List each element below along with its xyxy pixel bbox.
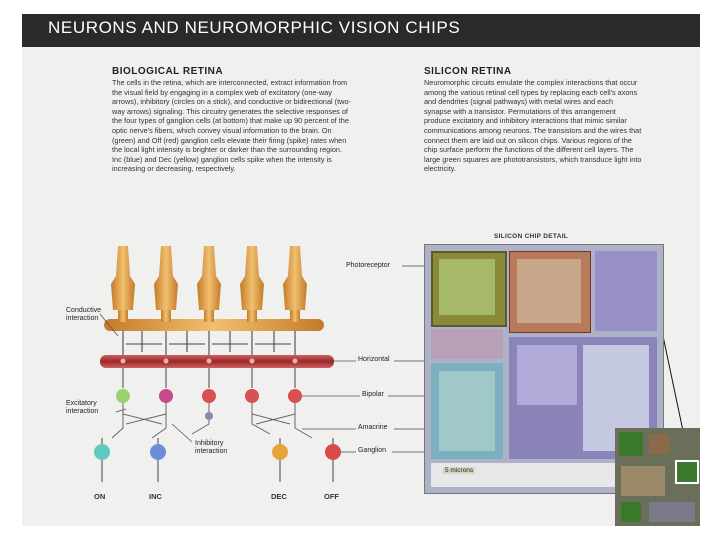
ganglion-label-inc: INC (149, 492, 162, 501)
bipolar-cell-5 (288, 389, 302, 403)
zoom-block-1 (649, 434, 669, 454)
chip-block-tan-inner (517, 259, 581, 323)
ganglion-label-dec: DEC (271, 492, 287, 501)
bio-text: The cells in the retina, which are inter… (112, 78, 351, 174)
ganglion-cell-inc (150, 444, 166, 460)
ganglion-cell-on (94, 444, 110, 460)
chip-detail-label: SILICON CHIP DETAIL (494, 233, 569, 240)
bipolar-cell-1 (116, 389, 130, 403)
ganglion-label-off: OFF (324, 492, 339, 501)
excitatory-pointer (115, 408, 127, 413)
ganglion-label-on: ON (94, 492, 106, 501)
conductive-pointer (99, 313, 119, 337)
zoom-phototransistor-3 (621, 502, 641, 522)
scale-label: 5 microns (443, 467, 476, 474)
zoom-block-3 (649, 502, 695, 522)
horizontal-cell-nodes (120, 358, 298, 364)
chip-block-grid (517, 345, 577, 405)
chip-block-purple-top (595, 251, 657, 331)
label-ganglion: Ganglion (358, 447, 387, 454)
silicon-text: Neuromorphic circuits emulate the comple… (424, 78, 642, 174)
chip-block-cyan-inner (439, 371, 495, 451)
chip-zoom-inset (615, 428, 700, 526)
bipolar-cell-3 (202, 389, 216, 403)
label-inhibitory: Inhibitory interaction (195, 440, 228, 456)
photoreceptor-3 (197, 246, 221, 322)
label-photoreceptor: Photoreceptor (346, 262, 390, 269)
bipolar-cell-2 (159, 389, 173, 403)
page-title: NEURONS AND NEUROMORPHIC VISION CHIPS (48, 18, 461, 37)
horizontal-cell-bar (100, 355, 334, 368)
photoreceptor-base (104, 319, 324, 331)
bio-heading: BIOLOGICAL RETINA (112, 66, 224, 77)
bipolar-cell-4 (245, 389, 259, 403)
label-amacrine: Amacrine (358, 424, 388, 431)
title-bar: NEURONS AND NEUROMORPHIC VISION CHIPS (22, 14, 700, 47)
amacrine-lines (111, 403, 313, 439)
ganglion-stems (101, 438, 334, 482)
bipolar-stems (122, 368, 296, 388)
label-horizontal: Horizontal (358, 356, 390, 363)
ganglion-cell-dec (272, 444, 288, 460)
label-conductive: Conductive interaction (66, 307, 102, 323)
retina-diagram (94, 245, 691, 493)
ganglion-cell-off (325, 444, 341, 460)
slide-frame: NEURONS AND NEUROMORPHIC VISION CHIPS BI… (22, 14, 700, 526)
chip-phototransistor-core (439, 259, 495, 315)
inhibitory-pointer (171, 423, 193, 443)
photoreceptor-5 (283, 246, 307, 322)
zoom-phototransistor-2 (675, 460, 699, 484)
label-excitatory: Excitatory interaction (66, 400, 99, 416)
photoreceptor-1 (111, 246, 135, 322)
silicon-heading: SILICON RETINA (424, 66, 512, 77)
label-bipolar: Bipolar (362, 391, 384, 398)
photoreceptor-2 (154, 246, 178, 322)
zoom-phototransistor-1 (619, 432, 643, 456)
zoom-block-2 (621, 466, 665, 496)
chip-block-mauve (431, 329, 503, 359)
amacrine-cell (205, 412, 213, 420)
photoreceptor-4 (240, 246, 264, 322)
